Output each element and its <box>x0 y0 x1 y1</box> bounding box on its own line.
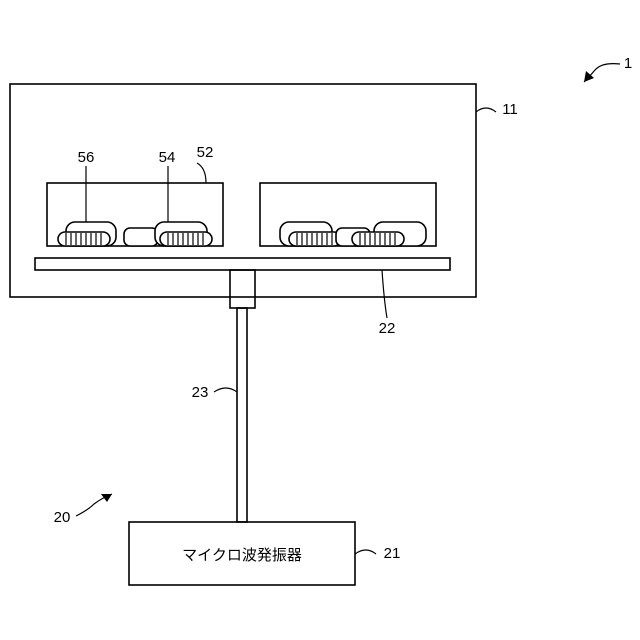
ref-1: 1 <box>624 55 632 72</box>
container-right <box>260 183 436 246</box>
ref-22: 22 <box>379 320 396 337</box>
food-item-middle-left <box>124 228 158 246</box>
arrow-1 <box>584 64 620 82</box>
waveguide-23 <box>237 308 247 522</box>
container-left <box>47 183 223 246</box>
connector <box>230 270 255 308</box>
antenna-plate-22 <box>35 258 450 270</box>
ref-23: 23 <box>192 384 209 401</box>
ref-54: 54 <box>159 149 176 166</box>
ref-52: 52 <box>197 144 214 161</box>
ref-11: 11 <box>502 101 518 118</box>
ref-20: 20 <box>54 509 71 526</box>
ref-21: 21 <box>384 545 401 562</box>
leader-lines <box>86 108 496 554</box>
arrow-20 <box>76 494 112 516</box>
generator-label: マイクロ波発振器 <box>182 546 302 564</box>
ref-56: 56 <box>78 149 95 166</box>
chamber-11 <box>10 84 476 297</box>
